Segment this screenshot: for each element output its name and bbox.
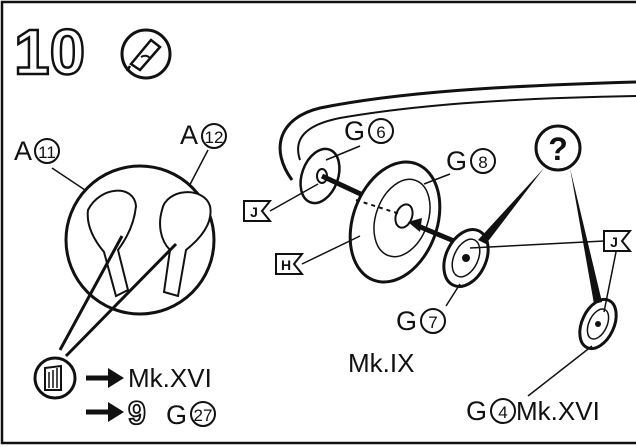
svg-text:G: G xyxy=(466,396,487,426)
arrowhead-mk-xvi xyxy=(108,368,124,388)
part-label-g6: G 6 xyxy=(344,116,394,146)
leader-j-left xyxy=(269,183,319,212)
pointer-lines xyxy=(58,235,178,358)
svg-text:G: G xyxy=(446,146,467,176)
svg-text:G: G xyxy=(166,400,187,430)
arrowhead-step-9 xyxy=(108,402,124,422)
wing-underside-outline xyxy=(278,80,636,181)
svg-text:8: 8 xyxy=(478,153,487,172)
part-label-g27: G 27 xyxy=(166,400,216,430)
svg-text:A: A xyxy=(14,136,32,166)
glue-tube-icon xyxy=(120,28,172,80)
marker-h-left: H xyxy=(275,253,305,275)
svg-text:G: G xyxy=(396,306,417,336)
svg-text:H: H xyxy=(281,257,291,273)
svg-text:A: A xyxy=(180,120,198,150)
leader-j-right-g4 xyxy=(603,251,617,313)
svg-text:J: J xyxy=(250,204,258,220)
leader-g6 xyxy=(325,145,361,161)
version-label-mk-xvi: Mk.XVI xyxy=(128,363,212,393)
arrowhead-g7 xyxy=(408,218,422,232)
part-label-g7: G 7 xyxy=(396,306,446,336)
part-wheel-g7 xyxy=(442,228,490,288)
marker-j-left: J xyxy=(243,200,273,222)
wheel-well-part-right xyxy=(159,191,212,298)
part-label-g8: G 8 xyxy=(446,146,496,176)
leader-h-left xyxy=(301,235,361,265)
svg-text:?: ? xyxy=(548,131,568,167)
svg-text:J: J xyxy=(610,234,618,250)
part-disc-g8 xyxy=(348,160,442,284)
svg-text:27: 27 xyxy=(194,406,213,425)
part-hub-g6 xyxy=(299,147,341,205)
svg-text:11: 11 xyxy=(38,143,56,162)
wheel-well-part-left xyxy=(86,189,138,298)
svg-text:4: 4 xyxy=(498,403,507,422)
svg-text:12: 12 xyxy=(205,128,224,147)
part-wheel-g4 xyxy=(578,297,618,351)
step-number: 10 xyxy=(14,16,85,88)
leader-g7 xyxy=(445,283,461,307)
svg-text:7: 7 xyxy=(428,313,437,332)
question-mark-icon: ? xyxy=(534,124,582,172)
leader-g8 xyxy=(423,173,451,185)
svg-text:G: G xyxy=(344,116,365,146)
part-label-a12: A 12 xyxy=(180,120,227,150)
svg-text:6: 6 xyxy=(376,123,385,142)
leader-g4 xyxy=(527,345,593,397)
version-label-mk-xvi-right: Mk.XVI xyxy=(516,396,600,426)
version-label-mk-ix: Mk.IX xyxy=(348,348,414,378)
question-pointer-g7 xyxy=(478,168,544,244)
question-pointer-g4 xyxy=(570,168,602,304)
part-reference-icon xyxy=(33,356,77,400)
leader-j-right-g7 xyxy=(469,240,605,249)
part-label-a11: A 11 xyxy=(14,136,60,166)
step-reference-9: 9 xyxy=(128,395,146,431)
marker-j-right: J xyxy=(603,230,633,252)
part-label-g4: G 4 xyxy=(466,396,516,426)
